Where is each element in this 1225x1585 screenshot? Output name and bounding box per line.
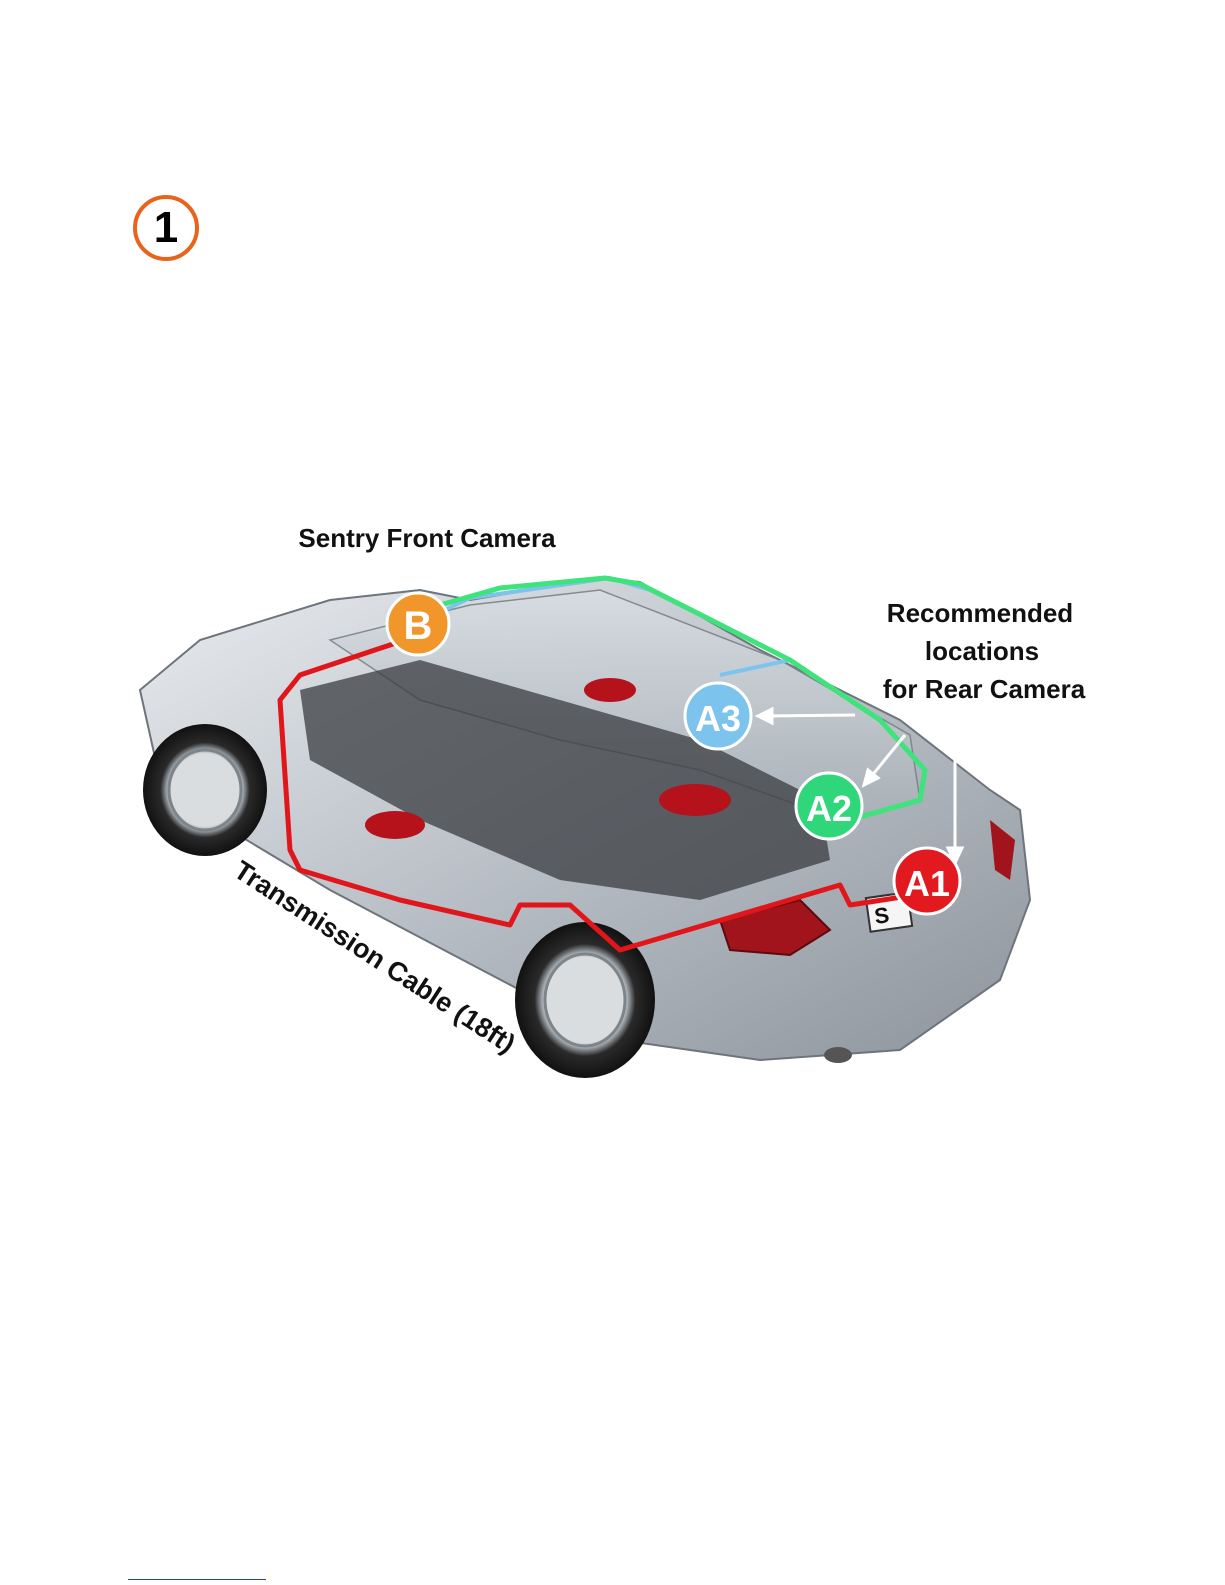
marker-a1: A1: [894, 848, 960, 914]
svg-text:B: B: [404, 604, 433, 648]
svg-text:A2: A2: [806, 788, 852, 829]
rear-locations-label-line1: Recommended: [887, 598, 1073, 628]
seat-red-front: [365, 811, 425, 839]
svg-text:A1: A1: [904, 863, 950, 904]
front-wheel: [143, 724, 267, 856]
rear-locations-label-line3: for Rear Camera: [883, 674, 1086, 704]
rear-locations-label-line2: locations: [925, 636, 1039, 666]
front-camera-label: Sentry Front Camera: [298, 523, 556, 553]
seat-red-rear: [659, 784, 731, 816]
footer-rule: [128, 1579, 266, 1580]
svg-text:A3: A3: [695, 698, 741, 739]
marker-a2: A2: [796, 773, 862, 839]
marker-a3: A3: [685, 683, 751, 749]
exhaust-pipe: [824, 1047, 852, 1063]
marker-b: B: [387, 593, 449, 655]
seat-red-back: [584, 678, 636, 702]
